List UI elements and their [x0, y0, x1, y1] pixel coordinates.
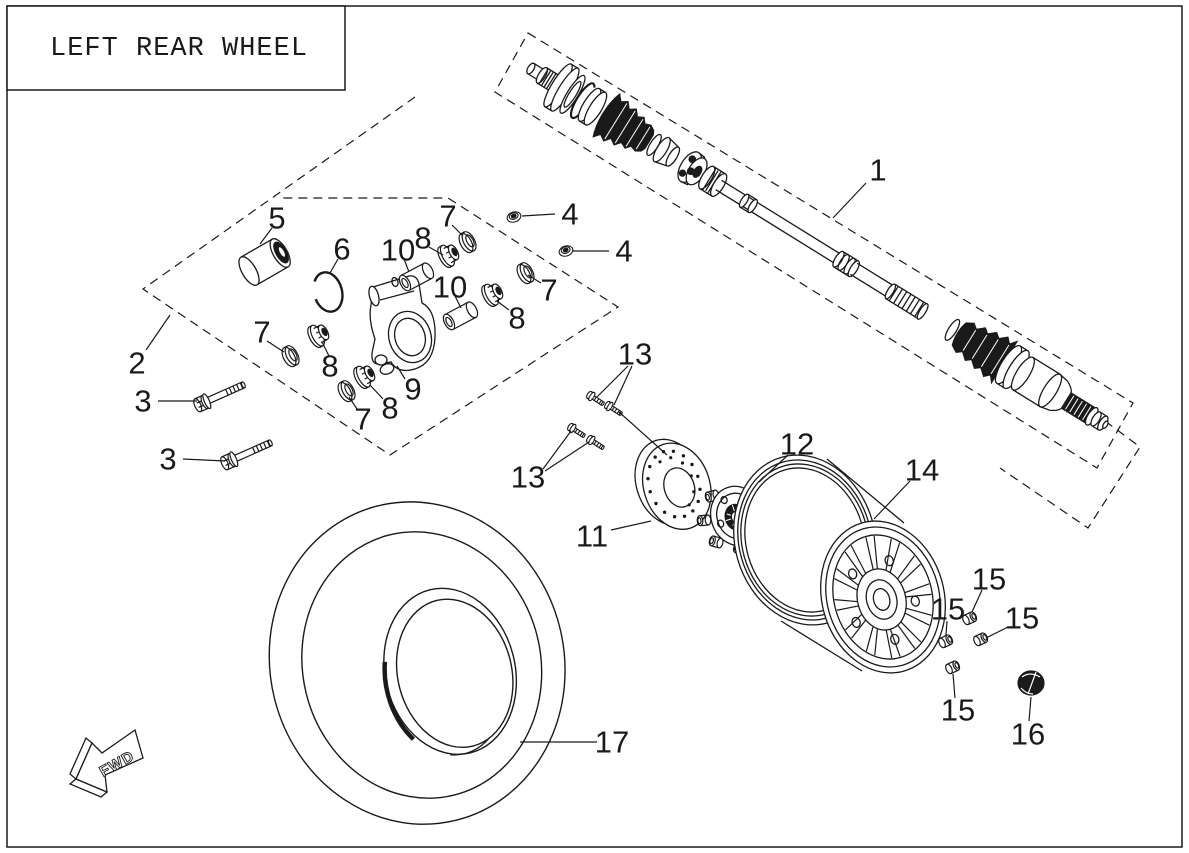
callout-4b: 4 — [615, 234, 632, 269]
bushing-5-drawing — [238, 238, 291, 286]
snap-ring-6-drawing — [312, 271, 344, 313]
callout-12: 12 — [780, 427, 814, 462]
ring-7c-drawing — [278, 342, 303, 370]
title-box — [6, 5, 346, 91]
callout-14: 14 — [905, 453, 939, 488]
callout-3a: 3 — [134, 384, 151, 419]
bolt-13b-drawing — [602, 399, 625, 419]
ring-7b-drawing — [513, 259, 538, 287]
callout-4a: 4 — [561, 197, 578, 232]
fwd-arrow: FWD — [68, 728, 144, 798]
callout-6: 6 — [333, 232, 350, 267]
callout-3b: 3 — [159, 442, 176, 477]
cap-16-drawing — [1017, 670, 1045, 696]
wheel-rim-drawing — [733, 454, 947, 674]
callout-8c: 8 — [321, 349, 338, 384]
callout-8a: 8 — [414, 221, 431, 256]
callout-7c: 7 — [253, 315, 270, 350]
callout-15a: 15 — [972, 562, 1006, 597]
page-border — [6, 5, 1183, 848]
callout-7d: 7 — [354, 402, 371, 437]
bolt-13c-drawing — [565, 421, 588, 441]
callout-10b: 10 — [433, 270, 467, 305]
callout-8d: 8 — [381, 391, 398, 426]
bolt-3a-drawing — [191, 376, 249, 415]
callout-1: 1 — [869, 153, 886, 188]
callout-13a: 13 — [618, 337, 652, 372]
callout-11: 11 — [576, 519, 608, 554]
tire-drawing — [268, 501, 566, 825]
lug-nut-15d-drawing — [943, 659, 962, 676]
callout-8b: 8 — [508, 301, 525, 336]
knuckle-9-drawing — [368, 275, 436, 375]
rim-spokes — [834, 535, 932, 659]
cv-boot-inner — [592, 92, 655, 152]
callout-labels: 1 2 3 3 4 4 5 6 7 7 7 7 8 8 8 8 9 10 10 … — [128, 153, 1045, 760]
nut-8a-drawing — [434, 239, 464, 271]
bolt-3b-drawing — [218, 434, 276, 473]
nut-4a-drawing — [505, 209, 523, 225]
callout-7a: 7 — [439, 199, 456, 234]
callout-10a: 10 — [381, 233, 415, 268]
callout-15d: 15 — [941, 693, 975, 728]
nut-8c-drawing — [304, 319, 334, 351]
page-title: LEFT REAR WHEEL — [50, 34, 308, 64]
callout-9: 9 — [404, 372, 421, 407]
wheel-group-box — [999, 411, 1141, 529]
callout-15b: 15 — [931, 592, 965, 627]
lug-nut-15c-drawing — [971, 631, 990, 648]
nut-8b-drawing — [478, 278, 508, 310]
bolt-13a-drawing — [584, 389, 607, 409]
callout-17: 17 — [595, 725, 629, 760]
brake-disc-drawing — [634, 438, 712, 530]
callout-5: 5 — [268, 201, 285, 236]
assembly-group-outlines — [141, 32, 1141, 529]
callout-13b: 13 — [511, 460, 545, 495]
axle-group-box — [494, 32, 1134, 469]
nut-8d-drawing — [350, 360, 380, 392]
callout-2: 2 — [128, 346, 145, 381]
callout-15c: 15 — [1005, 601, 1039, 636]
nut-4b-drawing — [557, 243, 575, 259]
leader-lines — [145, 182, 1032, 743]
spacer-10b-drawing — [440, 299, 481, 333]
callout-7b: 7 — [540, 273, 557, 308]
callout-16: 16 — [1011, 717, 1045, 752]
knuckle-group-box — [141, 96, 620, 456]
drive-axle-drawing — [526, 62, 1109, 431]
